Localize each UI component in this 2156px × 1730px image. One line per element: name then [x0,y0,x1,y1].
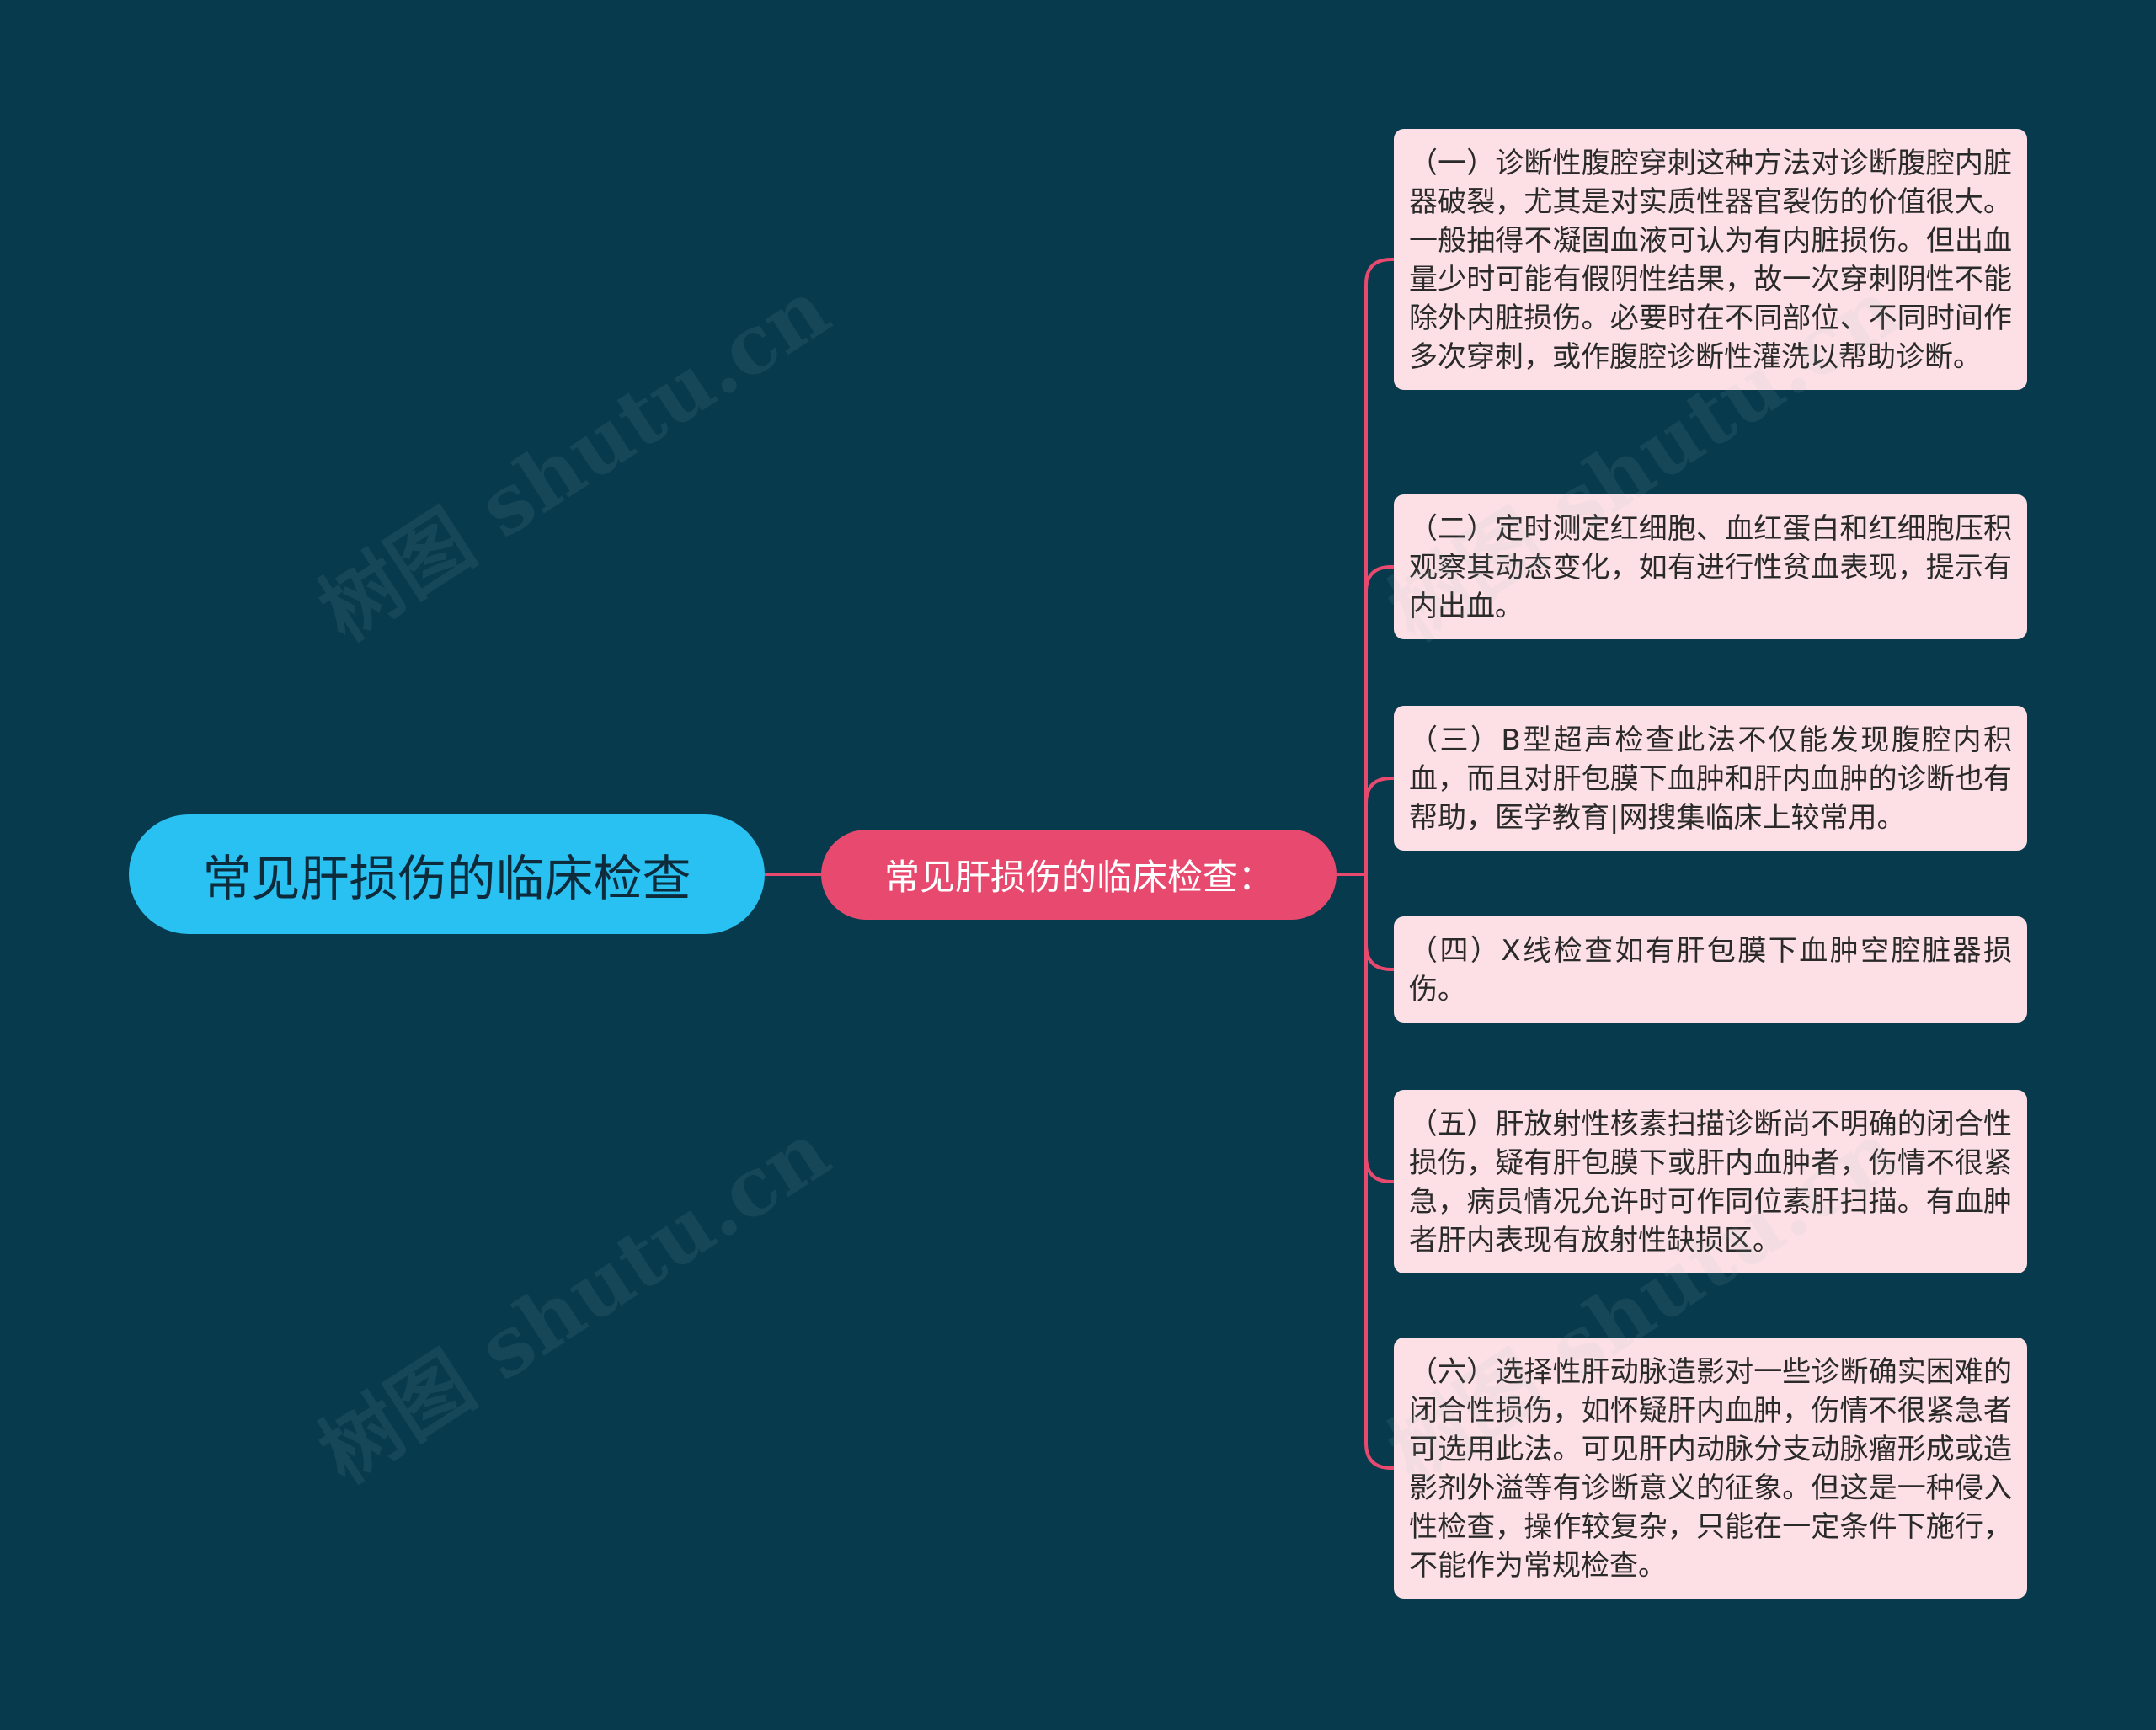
leaf-node-text: （六）选择性肝动脉造影对一些诊断确实困难的闭合性损伤，如怀疑肝内血肿，伤情不很紧… [1409,1355,2012,1583]
hub-node[interactable]: 常见肝损伤的临床检查： [821,830,1337,920]
root-node-label: 常见肝损伤的临床检查 [202,850,691,907]
leaf-node-4[interactable]: （四）X线检查如有肝包膜下血肿空腔脏器损伤。 [1394,916,2027,1023]
branch-connector-6 [1364,874,1394,1470]
leaf-node-6[interactable]: （六）选择性肝动脉造影对一些诊断确实困难的闭合性损伤，如怀疑肝内血肿，伤情不很紧… [1394,1338,2027,1599]
leaf-node-text: （一）诊断性腹腔穿刺这种方法对诊断腹腔内脏器破裂，尤其是对实质性器官裂伤的价值很… [1409,147,2012,374]
leaf-node-1[interactable]: （一）诊断性腹腔穿刺这种方法对诊断腹腔内脏器破裂，尤其是对实质性器官裂伤的价值很… [1394,129,2027,390]
leaf-node-text: （二）定时测定红细胞、血红蛋白和红细胞压积观察其动态变化，如有进行性贫血表现，提… [1409,512,2012,623]
branch-connectors [1364,258,1394,1470]
branch-connector-1 [1364,258,1394,874]
branch-connector-2 [1364,565,1394,874]
branch-connector-5 [1364,874,1394,1183]
branch-connector-4 [1364,874,1394,971]
branch-connector-3 [1364,777,1394,874]
leaf-node-2[interactable]: （二）定时测定红细胞、血红蛋白和红细胞压积观察其动态变化，如有进行性贫血表现，提… [1394,494,2027,639]
root-node[interactable]: 常见肝损伤的临床检查 [129,814,765,934]
leaf-node-text: （三）B型超声检查此法不仅能发现腹腔内积血，而且对肝包膜下血肿和肝内血肿的诊断也… [1409,724,2012,835]
hub-node-label: 常见肝损伤的临床检查： [883,857,1273,898]
leaf-node-3[interactable]: （三）B型超声检查此法不仅能发现腹腔内积血，而且对肝包膜下血肿和肝内血肿的诊断也… [1394,706,2027,851]
leaf-node-5[interactable]: （五）肝放射性核素扫描诊断尚不明确的闭合性损伤，疑有肝包膜下或肝内血肿者，伤情不… [1394,1090,2027,1273]
leaf-node-text: （四）X线检查如有肝包膜下血肿空腔脏器损伤。 [1409,934,2012,1006]
leaf-node-text: （五）肝放射性核素扫描诊断尚不明确的闭合性损伤，疑有肝包膜下或肝内血肿者，伤情不… [1409,1108,2012,1257]
